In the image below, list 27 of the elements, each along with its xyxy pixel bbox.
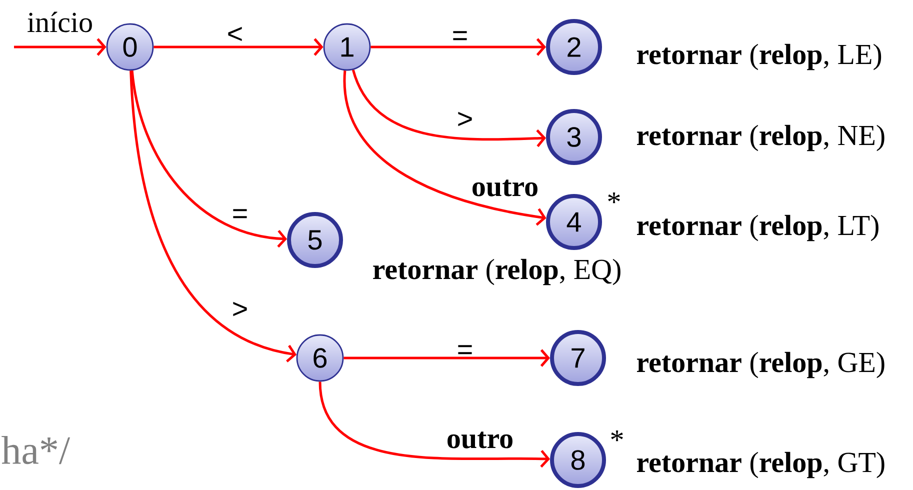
action-text: retornar (relop, LE) [637,44,882,70]
arrow [318,382,550,468]
arrow [352,69,546,148]
edge-label: outro [448,432,512,448]
arrow [344,349,550,367]
arrow [344,70,546,226]
edge-label: > [233,302,247,316]
edge-label: = [453,31,467,40]
edge-label: outro [472,180,538,196]
edge-label: início [28,12,92,32]
arrow [370,38,546,56]
text-fragment: ha*/ [2,436,70,464]
action-text: retornar (relop, GT) [637,452,884,478]
arrow [14,38,106,56]
arrow [154,38,324,56]
edge-label: = [233,209,247,218]
action-text: retornar (relop, LT) [637,214,878,242]
edge-label: < [228,26,242,42]
edge-label: = [458,345,472,354]
edge-label: > [458,112,472,126]
arrow [130,70,288,248]
action-text: retornar (relop, EQ) [373,258,620,286]
final-marker: * [611,430,623,442]
arrow [130,70,297,362]
action-text: retornar (relop, GE) [637,352,884,378]
final-marker: * [608,192,620,204]
action-text: retornar (relop, NE) [637,124,884,152]
